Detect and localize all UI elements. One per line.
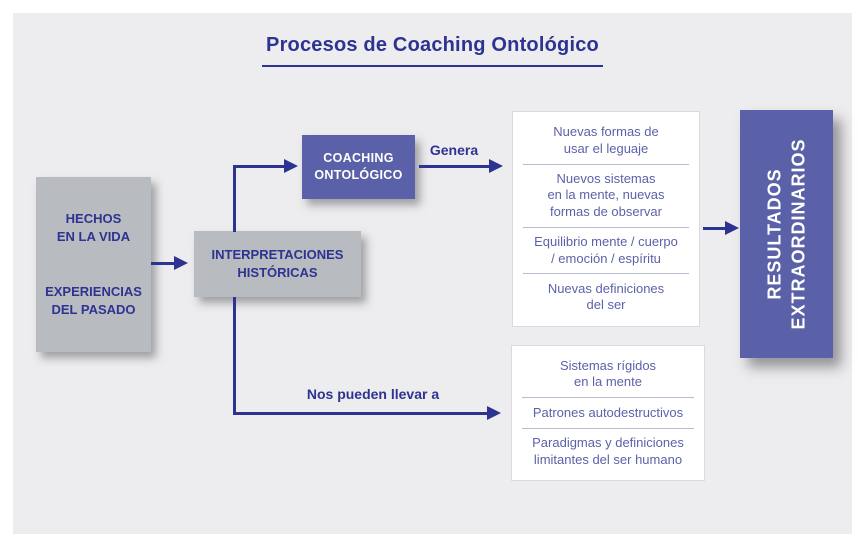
arrow-genera-line <box>419 165 490 168</box>
arrowhead-icon <box>489 159 503 173</box>
diagram-panel <box>13 13 852 534</box>
arrowhead-icon <box>284 159 298 173</box>
arrowhead-icon <box>725 221 739 235</box>
arrowhead-icon <box>487 406 501 420</box>
box-resultados-extraordinarios: RESULTADOS EXTRAORDINARIOS <box>740 110 833 358</box>
list-item: Sistemas rígidos en la mente <box>559 358 657 390</box>
list-item: Paradigmas y definiciones limitantes del… <box>522 427 694 475</box>
arrow-down-horizontal-line <box>233 412 489 415</box>
arrow-up-vertical-line <box>233 166 236 232</box>
experiencias-label: EXPERIENCIAS DEL PASADO <box>45 284 142 317</box>
arrow-hechos-to-interpretaciones-line <box>151 262 176 265</box>
list-item: Nuevas definiciones del ser <box>523 273 689 320</box>
box-hechos-experiencias: HECHOS EN LA VIDA EXPERIENCIAS DEL PASAD… <box>36 177 151 352</box>
list-item: Nuevos sistemas en la mente, nuevas form… <box>523 163 689 227</box>
arrow-up-horizontal-line <box>233 165 286 168</box>
interpretaciones-label: INTERPRETACIONES HISTÓRICAS <box>211 247 344 280</box>
genera-label: Genera <box>429 142 479 158</box>
list-item: Nuevas formas de usar el leguaje <box>553 124 659 156</box>
arrow-down-vertical-line <box>233 297 236 415</box>
list-item: Patrones autodestructivos <box>522 397 694 427</box>
page-title: Procesos de Coaching Ontológico <box>262 34 603 67</box>
arrowhead-icon <box>174 256 188 270</box>
box-interpretaciones: INTERPRETACIONES HISTÓRICAS <box>194 231 361 297</box>
hechos-label: HECHOS EN LA VIDA <box>56 211 131 245</box>
arrow-to-resultados-line <box>703 227 726 230</box>
nos-pueden-llevar-label: Nos pueden llevar a <box>306 386 440 402</box>
coaching-label: COACHING ONTOLÓGICO <box>314 150 403 182</box>
box-coaching-ontologico: COACHING ONTOLÓGICO <box>302 135 415 199</box>
title-wrap: Procesos de Coaching Ontológico <box>0 34 865 67</box>
list-item: Equilibrio mente / cuerpo / emoción / es… <box>523 226 689 274</box>
resultados-label: RESULTADOS EXTRAORDINARIOS <box>764 138 809 330</box>
